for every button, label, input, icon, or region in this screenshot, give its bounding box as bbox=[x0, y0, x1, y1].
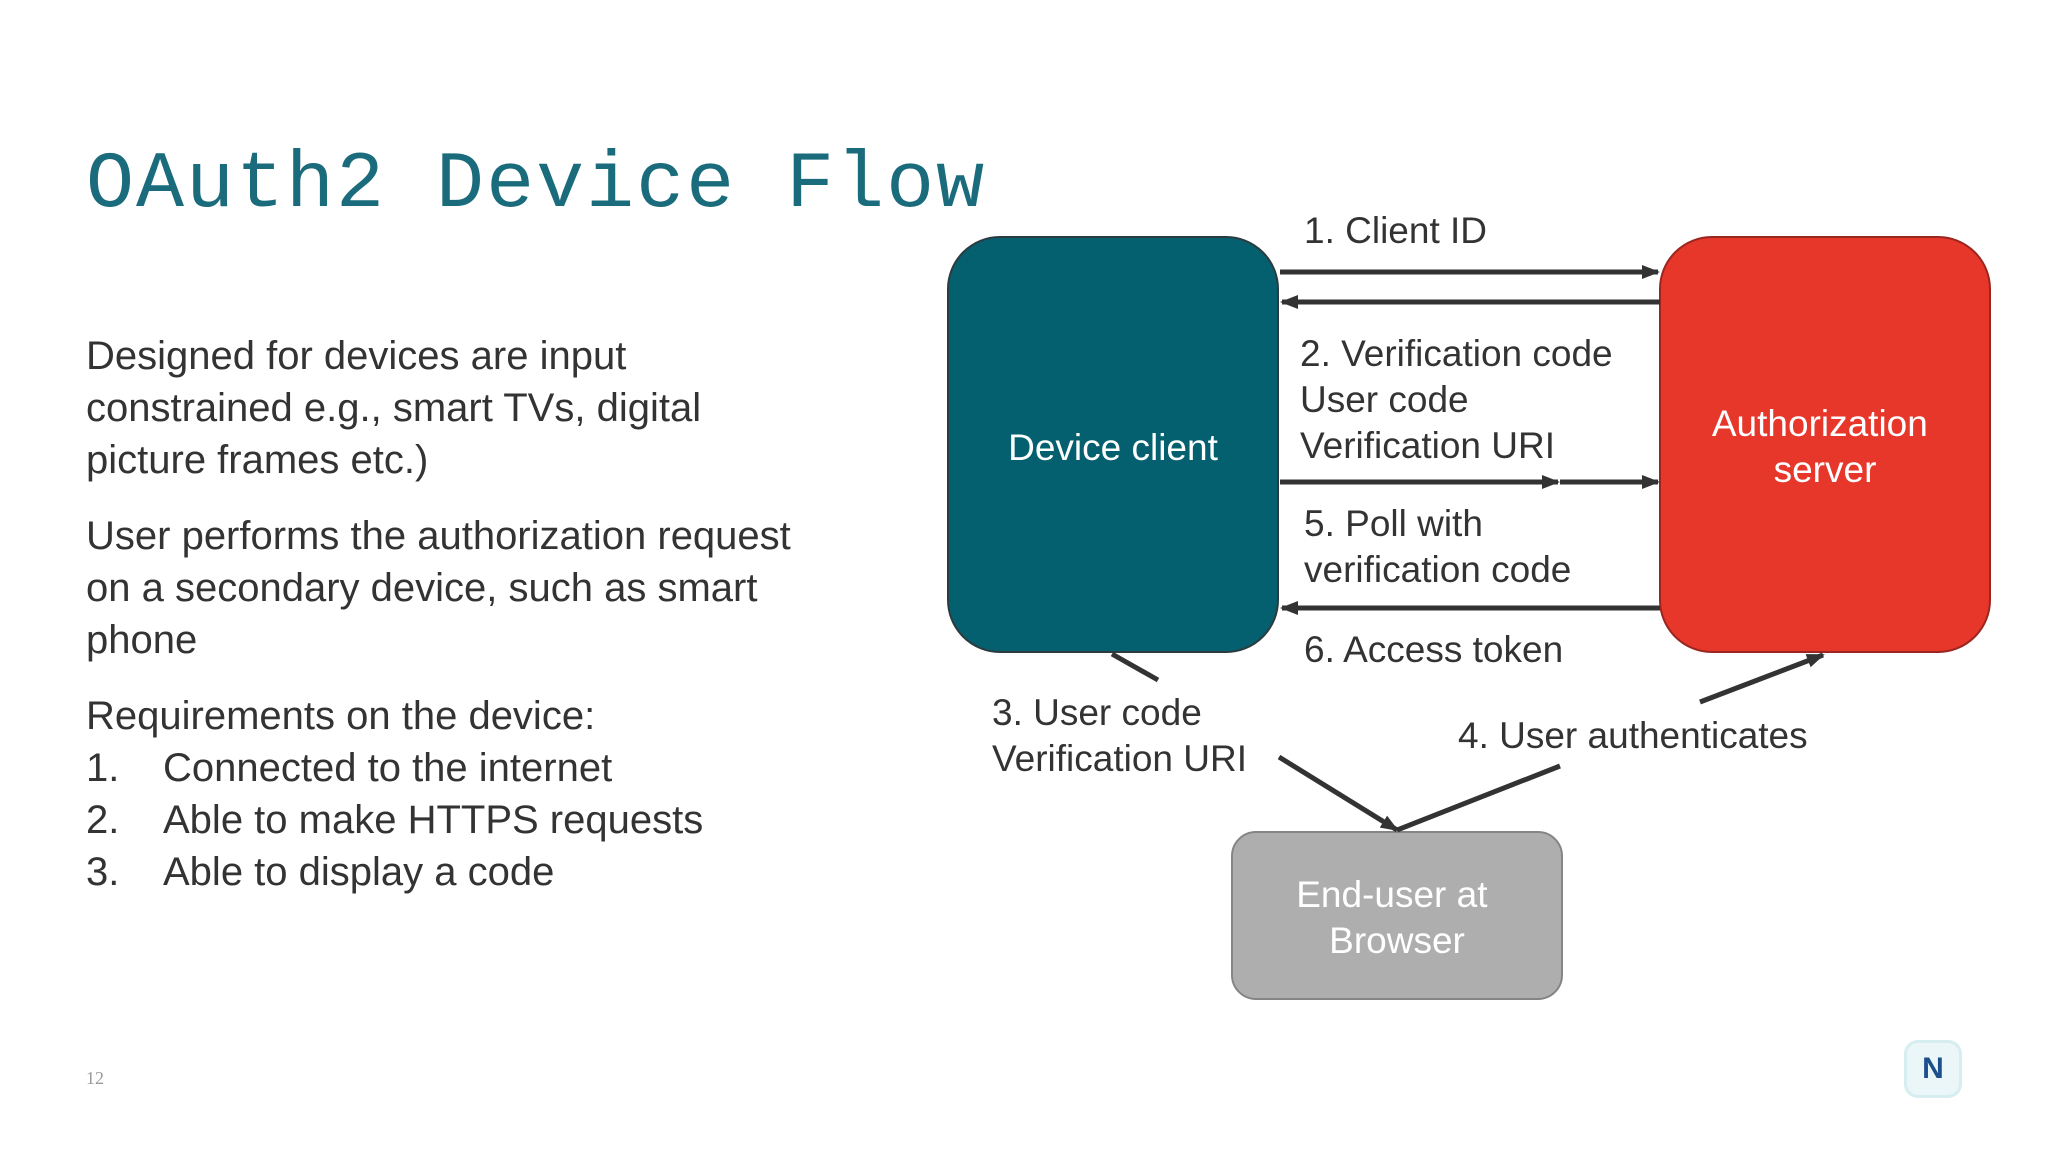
end-user-label-line2: Browser bbox=[1329, 920, 1465, 961]
page-number: 12 bbox=[86, 1068, 104, 1088]
authorization-server-label: Authorization server bbox=[1712, 403, 1938, 490]
n-logo-icon: N bbox=[1904, 1040, 1962, 1098]
step-3-line1: 3. User code bbox=[992, 692, 1202, 733]
description-paragraph: Designed for devices are input constrain… bbox=[86, 334, 702, 482]
step-4-label: 4. User authenticates bbox=[1458, 715, 1808, 756]
arrow-user-authenticates bbox=[1396, 763, 1561, 833]
authorization-server-label-line1: Authorization bbox=[1712, 403, 1928, 444]
arrow-user-authenticates-2 bbox=[1699, 652, 1825, 705]
step-5-line2: verification code bbox=[1304, 549, 1571, 590]
requirements-list: 1. Connected to the internet 2. Able to … bbox=[86, 742, 806, 898]
requirement-text: Able to make HTTPS requests bbox=[163, 798, 704, 842]
step-2-label: 2. Verification code User code Verificat… bbox=[1300, 333, 1623, 466]
device-client-label: Device client bbox=[1008, 427, 1218, 468]
step-3-line2: Verification URI bbox=[992, 738, 1247, 779]
requirements-heading: Requirements on the device: bbox=[86, 694, 596, 738]
step-5-label: 5. Poll with verification code bbox=[1304, 503, 1571, 590]
requirement-number: 2. bbox=[86, 798, 120, 842]
step-2-line2: User code bbox=[1300, 379, 1469, 420]
requirement-number: 3. bbox=[86, 850, 120, 894]
step-2-line1: 2. Verification code bbox=[1300, 333, 1613, 374]
authorization-server-label-line2: server bbox=[1774, 449, 1877, 490]
requirement-text: Able to display a code bbox=[163, 850, 555, 894]
requirement-text: Connected to the internet bbox=[163, 746, 613, 790]
arrow-user-code bbox=[1277, 754, 1399, 833]
requirement-item: 2. Able to make HTTPS requests bbox=[86, 794, 806, 846]
requirement-item: 3. Able to display a code bbox=[86, 846, 806, 898]
device-client-box bbox=[947, 236, 1279, 653]
logo-letter: N bbox=[1922, 1052, 1944, 1085]
body-text: Designed for devices are input constrain… bbox=[86, 330, 806, 898]
authorization-server-box bbox=[1659, 236, 1991, 653]
requirement-number: 1. bbox=[86, 746, 120, 790]
end-user-label-line1: End-user at bbox=[1296, 874, 1488, 915]
arrow-user-code-segment bbox=[1110, 651, 1160, 683]
step-3-label: 3. User code Verification URI bbox=[992, 692, 1247, 779]
requirement-item: 1. Connected to the internet bbox=[86, 742, 806, 794]
step-5-line1: 5. Poll with bbox=[1304, 503, 1483, 544]
step-1-label: 1. Client ID bbox=[1304, 210, 1487, 251]
end-user-browser-box bbox=[1231, 831, 1563, 1000]
step-6-label: 6. Access token bbox=[1304, 629, 1563, 670]
step-2-line3: Verification URI bbox=[1300, 425, 1555, 466]
secondary-device-paragraph: User performs the authorization request … bbox=[86, 514, 791, 662]
end-user-browser-label: End-user at Browser bbox=[1296, 874, 1498, 961]
requirements-section: Requirements on the device: 1. Connected… bbox=[86, 690, 806, 898]
slide-title: OAuth2 Device Flow bbox=[86, 140, 987, 231]
